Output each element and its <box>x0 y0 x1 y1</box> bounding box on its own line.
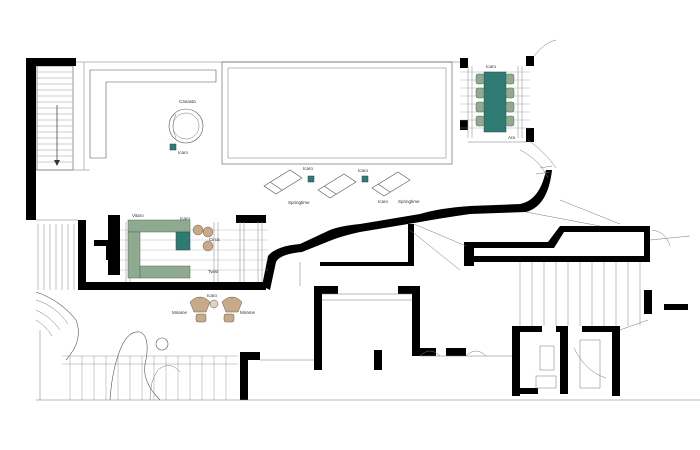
label-icaro: Icaro <box>486 64 497 69</box>
corridor-pergola <box>519 262 641 326</box>
terrace-outline <box>36 61 526 221</box>
canasta-daybed <box>168 108 204 144</box>
walls <box>26 56 688 400</box>
label-icaro: Icaro <box>378 199 389 204</box>
label-mirame: Mirame <box>240 310 255 315</box>
misc-lines <box>260 199 691 389</box>
steps-northeast <box>519 39 557 179</box>
side-tables <box>169 143 369 183</box>
label-icaro: Icaro <box>178 150 189 155</box>
label-canasta: Canasta <box>179 99 196 104</box>
label-icaro: Icaro <box>358 168 369 173</box>
label-vitaro: Vitaro <box>132 213 144 218</box>
label-mirame: Mirame <box>172 310 187 315</box>
plan-labels: Canasta Icaro Icaro Icaro Springtime Ica… <box>132 64 516 315</box>
pool <box>221 61 453 165</box>
staircase-north <box>36 65 74 171</box>
label-springtime: Springtime <box>288 200 310 205</box>
west-terrace <box>35 224 700 401</box>
lounge <box>120 219 268 282</box>
mirame-chairs <box>189 296 243 323</box>
label-icaro: Icaro <box>207 293 218 298</box>
coffee-table <box>175 231 191 251</box>
label-springtime: Springtime <box>398 199 420 204</box>
sun-beds <box>263 169 411 199</box>
pergola-dining <box>460 66 530 138</box>
label-ara: Ara <box>508 135 516 140</box>
dining-table <box>483 71 507 133</box>
label-icaro: Icaro <box>303 166 314 171</box>
label-circa: Circa <box>209 237 220 242</box>
label-icaro: Icaro <box>180 216 191 221</box>
label-twist: Twist <box>208 269 219 274</box>
